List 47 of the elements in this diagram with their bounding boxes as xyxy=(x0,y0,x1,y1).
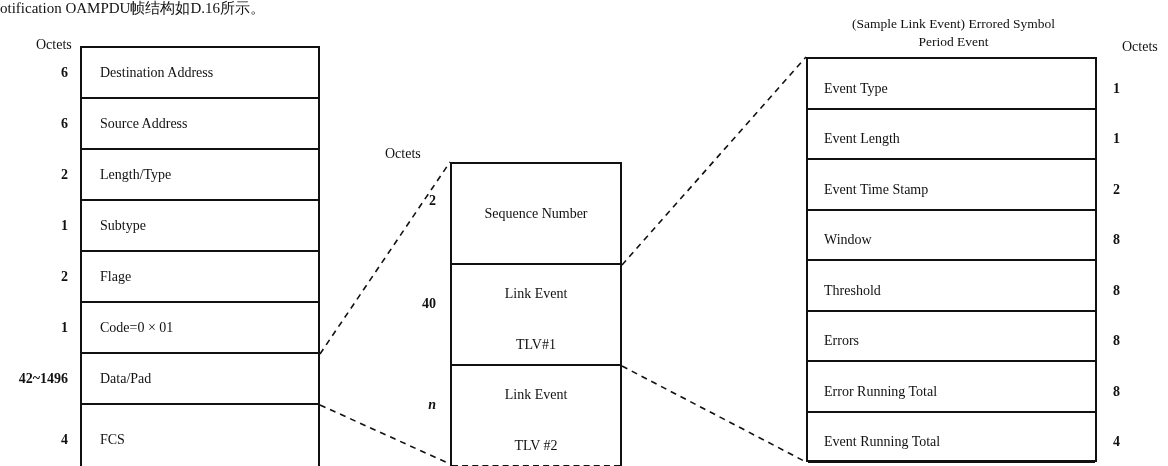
octet-count: 1 xyxy=(61,218,68,233)
octet-count: 2 xyxy=(1113,182,1120,197)
field-label: Flage xyxy=(100,269,132,284)
field-label: Source Address xyxy=(100,116,188,131)
field-label: Error Running Total xyxy=(824,384,938,399)
octet-count: 8 xyxy=(1113,233,1120,248)
octet-count: 1 xyxy=(61,320,68,335)
field-label: Event Running Total xyxy=(824,435,941,450)
octet-count: 2 xyxy=(61,167,68,182)
column-heading: Octets xyxy=(385,147,421,161)
field-label: Window xyxy=(824,233,872,248)
column-heading: Octets xyxy=(1122,40,1158,54)
field-label: Destination Address xyxy=(100,65,214,80)
field-label: Code=0 × 01 xyxy=(100,320,174,335)
field-label: Errors xyxy=(824,334,859,349)
cut-off-text-line: otification OAMPDU帧结构如D.16所示。 xyxy=(0,1,265,16)
field-label: Threshold xyxy=(824,283,881,298)
octet-count: 4 xyxy=(1113,435,1120,450)
octet-count: 6 xyxy=(61,65,68,80)
field-label: Link Event xyxy=(503,388,569,403)
octet-count: 8 xyxy=(1113,334,1120,349)
field-label: Subtype xyxy=(100,218,146,233)
octet-count: 4 xyxy=(61,432,68,447)
zoom-line xyxy=(319,161,451,355)
field-label: Event Time Stamp xyxy=(824,182,929,197)
octet-count: 42~1496 xyxy=(18,371,68,386)
table-heading: (Sample Link Event) Errored Symbol Period Event xyxy=(850,15,1057,51)
field-label: Link Event xyxy=(503,287,569,302)
column-heading: Octets xyxy=(36,38,72,52)
octet-count: 2 xyxy=(429,194,436,208)
octet-count: 2 xyxy=(61,269,68,284)
field-label: Sequence Number xyxy=(483,206,589,221)
field-label: TLV #2 xyxy=(513,438,559,453)
field-label: TLV#1 xyxy=(515,337,557,352)
octet-count: 1 xyxy=(1113,81,1120,96)
field-label: Event Length xyxy=(824,132,900,147)
octet-count: 8 xyxy=(1113,384,1120,399)
field-label: Length/Type xyxy=(100,167,172,182)
octet-count: 6 xyxy=(61,116,68,131)
field-label: FCS xyxy=(100,432,125,447)
field-label: Data/Pad xyxy=(100,371,152,386)
octet-count: 8 xyxy=(1113,283,1120,298)
field-label: Event Type xyxy=(824,81,888,96)
octet-count: 40 xyxy=(422,297,436,312)
octet-count: 1 xyxy=(1113,132,1120,147)
octet-count: n xyxy=(428,398,436,413)
zoom-line xyxy=(621,56,807,266)
